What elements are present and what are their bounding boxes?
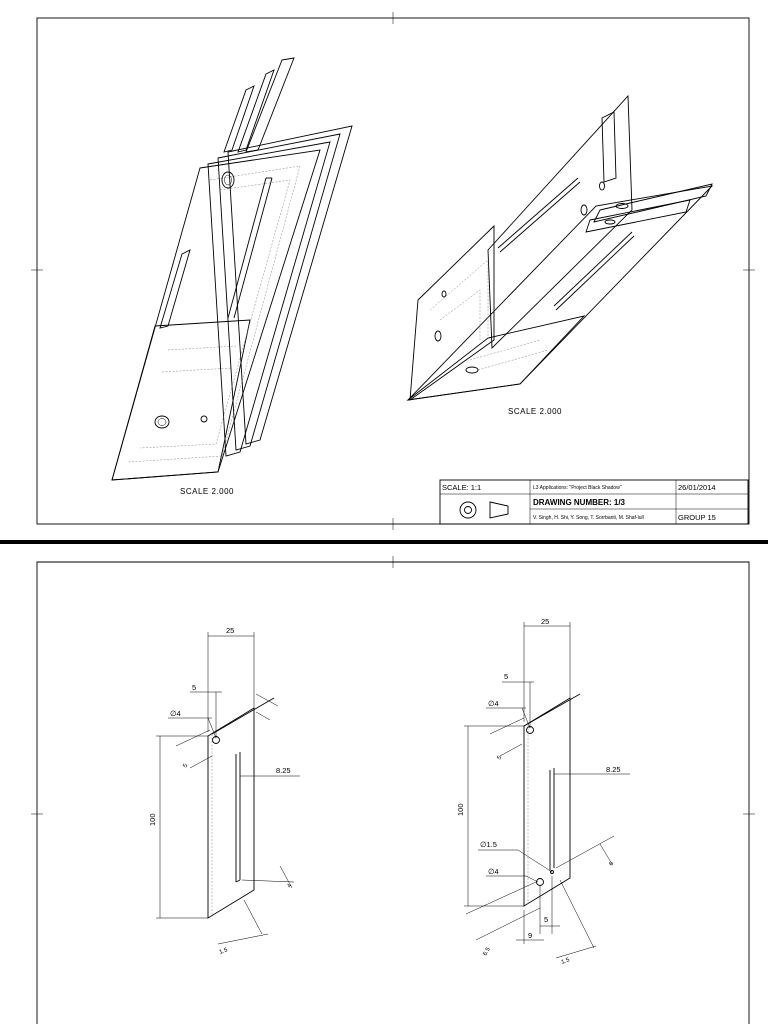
dim-hole-dia-bottom-right: ∅4	[488, 867, 499, 876]
dim-9-right: 9	[528, 931, 532, 940]
dim-hole-offset-left: 5	[183, 763, 190, 769]
dim-slot-offset-right: 8.25	[606, 765, 621, 774]
title-block-project: L3 Applications: "Project Black Shadow"	[533, 485, 622, 491]
title-block-drawing-number: DRAWING NUMBER: 1/3	[533, 498, 626, 507]
title-block-authors: V. Singh, H. Shi, Y. Song, T. Sorrbanti,…	[533, 515, 644, 521]
dim-small-hole-dia-right: ∅1.5	[480, 840, 497, 849]
dim-height-left: 100	[148, 813, 157, 826]
dim-thickness-right: 1.5	[561, 957, 572, 966]
dim-thickness-left: 1.5	[219, 947, 230, 956]
part-drawing-right: 25 5 ∅4 5 8.25 100 ∅1.5 ∅4 6	[456, 617, 630, 966]
dim-5-bottom-right: 5	[544, 915, 548, 924]
dim-width-left: 25	[226, 626, 234, 635]
sheet-1-canvas: SCALE 2.000 SCALE 2.000	[31, 12, 755, 530]
sheet-separator	[0, 540, 768, 544]
isometric-view-right: SCALE 2.000	[406, 94, 714, 416]
scale-label-right: SCALE 2.000	[508, 407, 562, 416]
dim-slot-offset-left: 8.25	[276, 766, 291, 775]
dim-slot-end-right: 6	[609, 861, 616, 867]
dim-offset-left: 5	[192, 683, 196, 692]
dim-width-right: 25	[541, 617, 549, 626]
sheet-2-border	[36, 561, 750, 1024]
title-block-group: GROUP 15	[678, 513, 716, 522]
title-block-scale: SCALE: 1:1	[442, 483, 481, 492]
dim-offset-right: 5	[504, 672, 508, 681]
title-block: SCALE: 1:1 L3 Applications: "Project Bla…	[439, 479, 749, 525]
projection-symbol-icon	[459, 501, 509, 519]
isometric-view-left: SCALE 2.000	[111, 57, 353, 496]
drawing-sheet-1: SCALE 2.000 SCALE 2.000	[31, 12, 755, 530]
dim-hole-offset-right: 5	[497, 755, 504, 761]
dim-height-right: 100	[456, 803, 465, 816]
dim-6-5-right: 6.5	[483, 946, 493, 957]
dim-hole-dia-top-right: ∅4	[488, 699, 499, 708]
scale-label-left: SCALE 2.000	[180, 487, 234, 496]
sheet-1-border	[36, 17, 750, 525]
dim-slot-end-left: 4	[287, 883, 294, 889]
dim-hole-dia-left: ∅4	[170, 709, 181, 718]
drawing-sheet-2: 25 5 ∅4 5 8.25 100 4 1.5	[0, 544, 768, 1024]
title-block-date: 26/01/2014	[678, 483, 716, 492]
part-drawing-left: 25 5 ∅4 5 8.25 100 4 1.5	[148, 626, 300, 956]
sheet-2-canvas: 25 5 ∅4 5 8.25 100 4 1.5	[31, 556, 755, 1024]
